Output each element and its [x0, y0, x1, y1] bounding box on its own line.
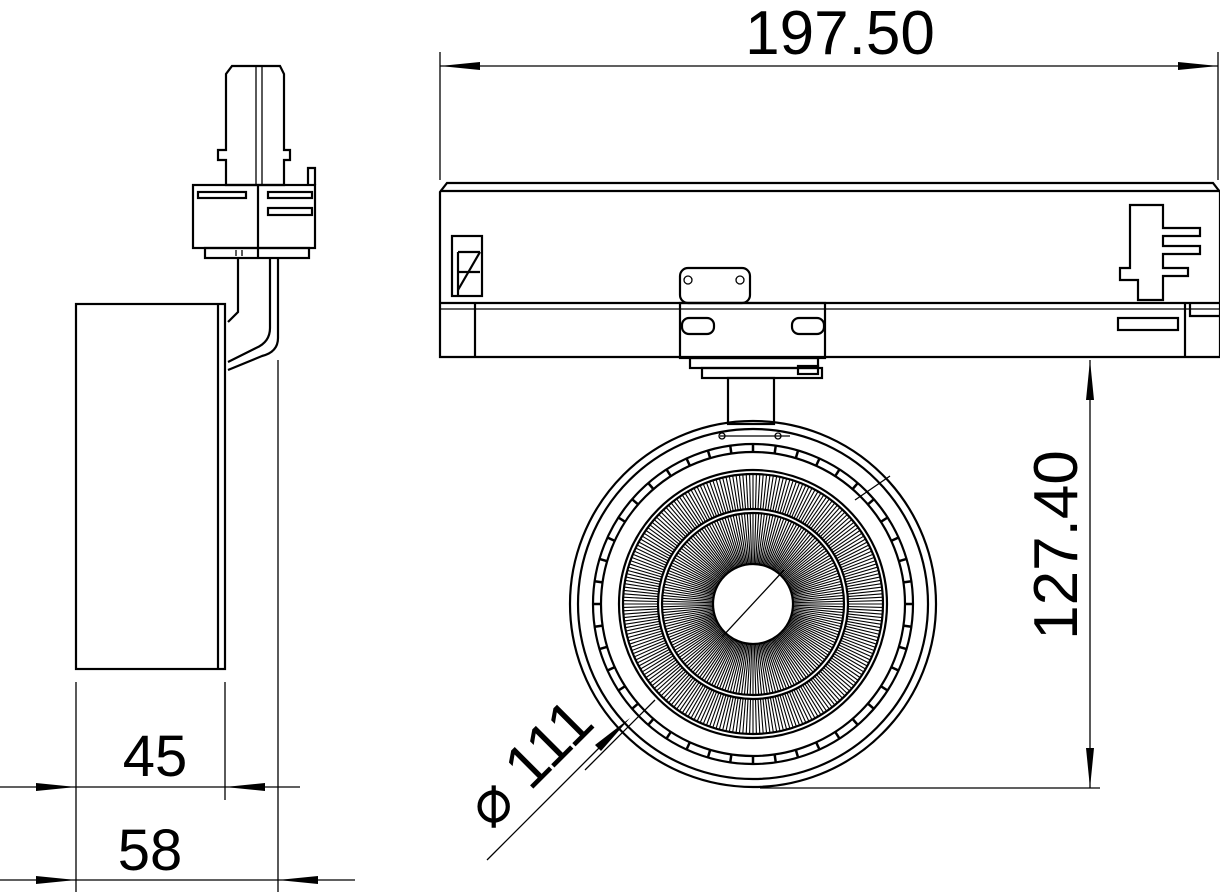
front-view: [438, 181, 1220, 789]
heat-sink-notches: [593, 444, 913, 764]
dimension-58-label: 58: [118, 818, 183, 883]
dimension-197-50-label: 197.50: [745, 0, 935, 68]
side-view: [74, 64, 317, 671]
lamp-body-side: [74, 302, 227, 671]
track-adapter: [438, 181, 1220, 359]
dimension-diameter-111: ⌀ 111: [452, 686, 630, 861]
dimension-127-40-label: 127.40: [1022, 450, 1091, 640]
dimension-197-50: 197.50: [439, 0, 1219, 180]
dimension-diameter-111-label: 111: [491, 686, 606, 801]
dimension-45: 45: [0, 682, 300, 892]
stem-block: [678, 266, 827, 426]
adapter-pin: [216, 64, 292, 187]
dimension-127-40: 127.40: [760, 360, 1100, 789]
lamp-head: [568, 419, 938, 789]
dimension-45-label: 45: [123, 724, 188, 789]
reflector-outer-hatch: [623, 474, 883, 734]
arm: [227, 258, 280, 372]
adapter-housing: [191, 166, 317, 260]
reflector-inner-hatch: [662, 513, 844, 695]
dimension-58: 58: [0, 360, 355, 892]
